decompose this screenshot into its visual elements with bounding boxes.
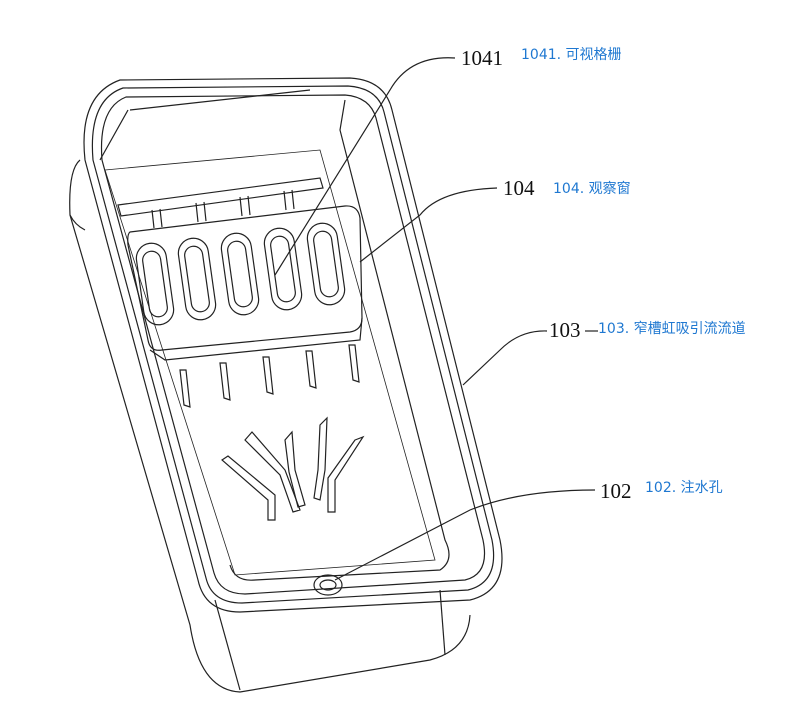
window-base xyxy=(149,317,363,361)
callout-label-1041: 1041. 可视格栅 xyxy=(521,47,622,63)
outer-shell xyxy=(69,159,471,693)
callout-number-103: 103 xyxy=(549,318,581,342)
window-slots xyxy=(135,222,346,326)
callout-number-104: 104 xyxy=(503,176,535,200)
leader-103 xyxy=(462,330,548,386)
leader-102 xyxy=(334,489,596,581)
callout-label-104: 104. 观察窗 xyxy=(553,181,631,197)
shell-bottom-edge xyxy=(69,214,86,231)
callout-number-1041: 1041 xyxy=(461,46,503,70)
leader-104 xyxy=(359,187,498,263)
inner-floor xyxy=(104,149,436,576)
grille-posts xyxy=(151,189,295,229)
fill-hole xyxy=(313,574,343,596)
siphon-channels xyxy=(221,416,365,521)
rim-inner-1 xyxy=(91,85,495,604)
callout-number-102: 102 xyxy=(600,479,632,503)
shell-seam-right xyxy=(439,589,446,656)
leader-1041 xyxy=(274,57,456,276)
callout-label-102: 102. 注水孔 xyxy=(645,480,723,496)
grille-top-bar xyxy=(117,177,324,217)
shell-seam-left xyxy=(214,599,241,691)
callout-label-103: 103. 窄槽虹吸引流流道 xyxy=(598,321,746,337)
rim-inner-2 xyxy=(100,94,486,595)
outer-rim xyxy=(83,77,503,613)
observation-window xyxy=(127,205,363,351)
small-channels xyxy=(179,344,360,408)
